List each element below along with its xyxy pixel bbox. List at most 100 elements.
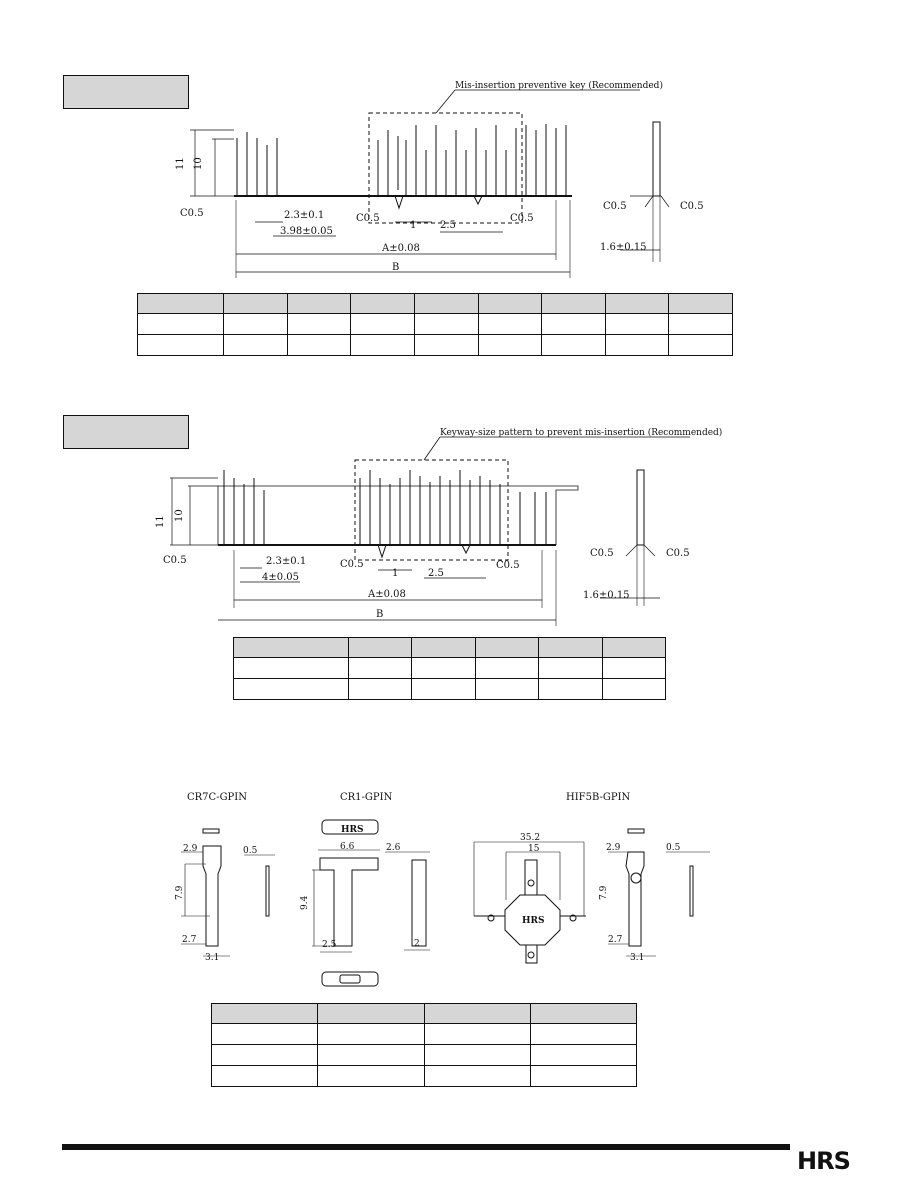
- table-header-cell: [223, 293, 288, 314]
- table-row: [210, 1065, 638, 1087]
- side-thickness: 1.6±0.15: [600, 242, 647, 253]
- pin1-drawing: [181, 828, 275, 957]
- pin1-dims: 2.9 0.5 7.9 2.7 3.1: [175, 844, 258, 963]
- logo-text: HRS: [797, 1147, 850, 1174]
- pin2-title: CR1-GPIN: [340, 792, 393, 803]
- table-header-cell: [411, 637, 476, 658]
- table-header-cell: [233, 637, 349, 658]
- table-header-cell: [601, 637, 667, 658]
- table-cell: [538, 657, 603, 679]
- pin2-logo-top: HRS: [341, 825, 363, 835]
- table-cell: [317, 1065, 425, 1087]
- pin3-dim-1: 15: [528, 844, 540, 854]
- table-header-cell: [474, 637, 540, 658]
- dim2-pitch: 2.3±0.1: [266, 556, 306, 567]
- table-cell: [350, 313, 415, 335]
- table-cell: [411, 678, 476, 700]
- pin2-logo-text: HRS: [341, 825, 363, 835]
- table-row: [210, 1044, 638, 1066]
- pin3-dim-5: 2.7: [608, 935, 623, 945]
- table-cell: [529, 1044, 638, 1066]
- table-header-cell: [347, 637, 413, 658]
- side2-chamfer-left: C0.5: [590, 548, 614, 559]
- pin3-dim-2: 2.9: [606, 843, 621, 853]
- pin3-dim-6: 3.1: [630, 953, 644, 963]
- table-cell: [210, 1023, 319, 1045]
- pin2-dim-2: 9.4: [300, 895, 310, 910]
- table-row: [137, 313, 733, 335]
- table-cell: [668, 313, 733, 335]
- table-cell: [541, 334, 606, 356]
- table-cell: [477, 313, 543, 335]
- pin3-logo-text: HRS: [522, 916, 544, 926]
- table-row: [233, 678, 667, 700]
- table-cell: [423, 1023, 531, 1045]
- dim-chamfer-left: C0.5: [180, 208, 204, 219]
- table-header-cell: [541, 293, 606, 314]
- dim-B: B: [392, 262, 399, 273]
- table-cell: [601, 678, 667, 700]
- table-row: [233, 657, 667, 679]
- table-row: [137, 334, 733, 356]
- table-header-cell: [210, 1003, 319, 1024]
- table-section2: [233, 637, 667, 700]
- pin2-dim-1: 2.6: [386, 843, 401, 853]
- dim2-key-w: 1: [392, 568, 398, 579]
- pin1-dim-3: 2.7: [182, 935, 197, 945]
- pin3-title: HIF5B-GPIN: [566, 792, 631, 803]
- pin1-dim-1: 0.5: [243, 846, 258, 856]
- side2-chamfer-right: C0.5: [666, 548, 690, 559]
- callout-text-2: Keyway-size pattern to prevent mis-inser…: [440, 427, 722, 438]
- table-cell: [474, 678, 540, 700]
- table-header-cell: [604, 293, 670, 314]
- table-cell: [423, 1065, 531, 1087]
- dim-pitch2: 3.98±0.05: [280, 226, 333, 237]
- table-cell: [223, 334, 288, 356]
- table-cell: [137, 313, 224, 335]
- table-cell: [423, 1044, 531, 1066]
- table-cell: [233, 678, 349, 700]
- table-cell: [347, 657, 413, 679]
- section1-label-box: [63, 75, 189, 109]
- dim2-height-body: 10: [174, 509, 185, 522]
- hrs-logo: HRS: [797, 1147, 851, 1174]
- table-header-row: [210, 1003, 638, 1024]
- pin2-dim-3: 2.5: [322, 940, 337, 950]
- table-cell: [413, 313, 479, 335]
- section1-drawing: [190, 89, 670, 278]
- section2-dim-text: Keyway-size pattern to prevent mis-inser…: [155, 427, 722, 620]
- callout-box-1: [368, 112, 523, 224]
- dim2-chamfer-left: C0.5: [163, 555, 187, 566]
- dim-chamfer-key-left: C0.5: [356, 213, 380, 224]
- dim2-chamfer-key-right: C0.5: [496, 560, 520, 571]
- table-header-cell: [286, 293, 352, 314]
- table-cell: [286, 334, 352, 356]
- dim-height-total: 11: [175, 157, 186, 170]
- pin3-dim-0: 35.2: [520, 833, 540, 843]
- dim-A: A±0.08: [381, 243, 420, 254]
- pin3-drawing: [473, 828, 710, 964]
- pin3-dim-4: 7.9: [599, 885, 609, 900]
- dim-height-body: 10: [193, 157, 204, 170]
- table-header-row: [137, 293, 733, 314]
- section2-label-box: [63, 415, 189, 449]
- section3-titles: CR7C-GPIN CR1-GPIN HIF5B-GPIN: [187, 792, 631, 803]
- table-cell: [233, 657, 349, 679]
- table-header-cell: [317, 1003, 425, 1024]
- table-cell: [474, 657, 540, 679]
- table-cell: [223, 313, 288, 335]
- side-chamfer-right: C0.5: [680, 201, 704, 212]
- pin2-dim-0: 6.6: [340, 842, 355, 852]
- dim-chamfer-key-right: C0.5: [510, 213, 534, 224]
- table-cell: [538, 678, 603, 700]
- table-cell: [477, 334, 543, 356]
- table-cell: [286, 313, 352, 335]
- pin2-dims: 6.6 2.6 9.4 2.5 2: [300, 842, 420, 950]
- side-chamfer-left: C0.5: [603, 201, 627, 212]
- pin2-dim-4: 2: [414, 939, 420, 949]
- table-cell: [541, 313, 606, 335]
- dim2-A: A±0.08: [367, 589, 406, 600]
- callout-text-1: Mis-insertion preventive key (Recommende…: [455, 80, 663, 91]
- dim2-chamfer-key-left: C0.5: [340, 559, 364, 570]
- table-cell: [529, 1023, 638, 1045]
